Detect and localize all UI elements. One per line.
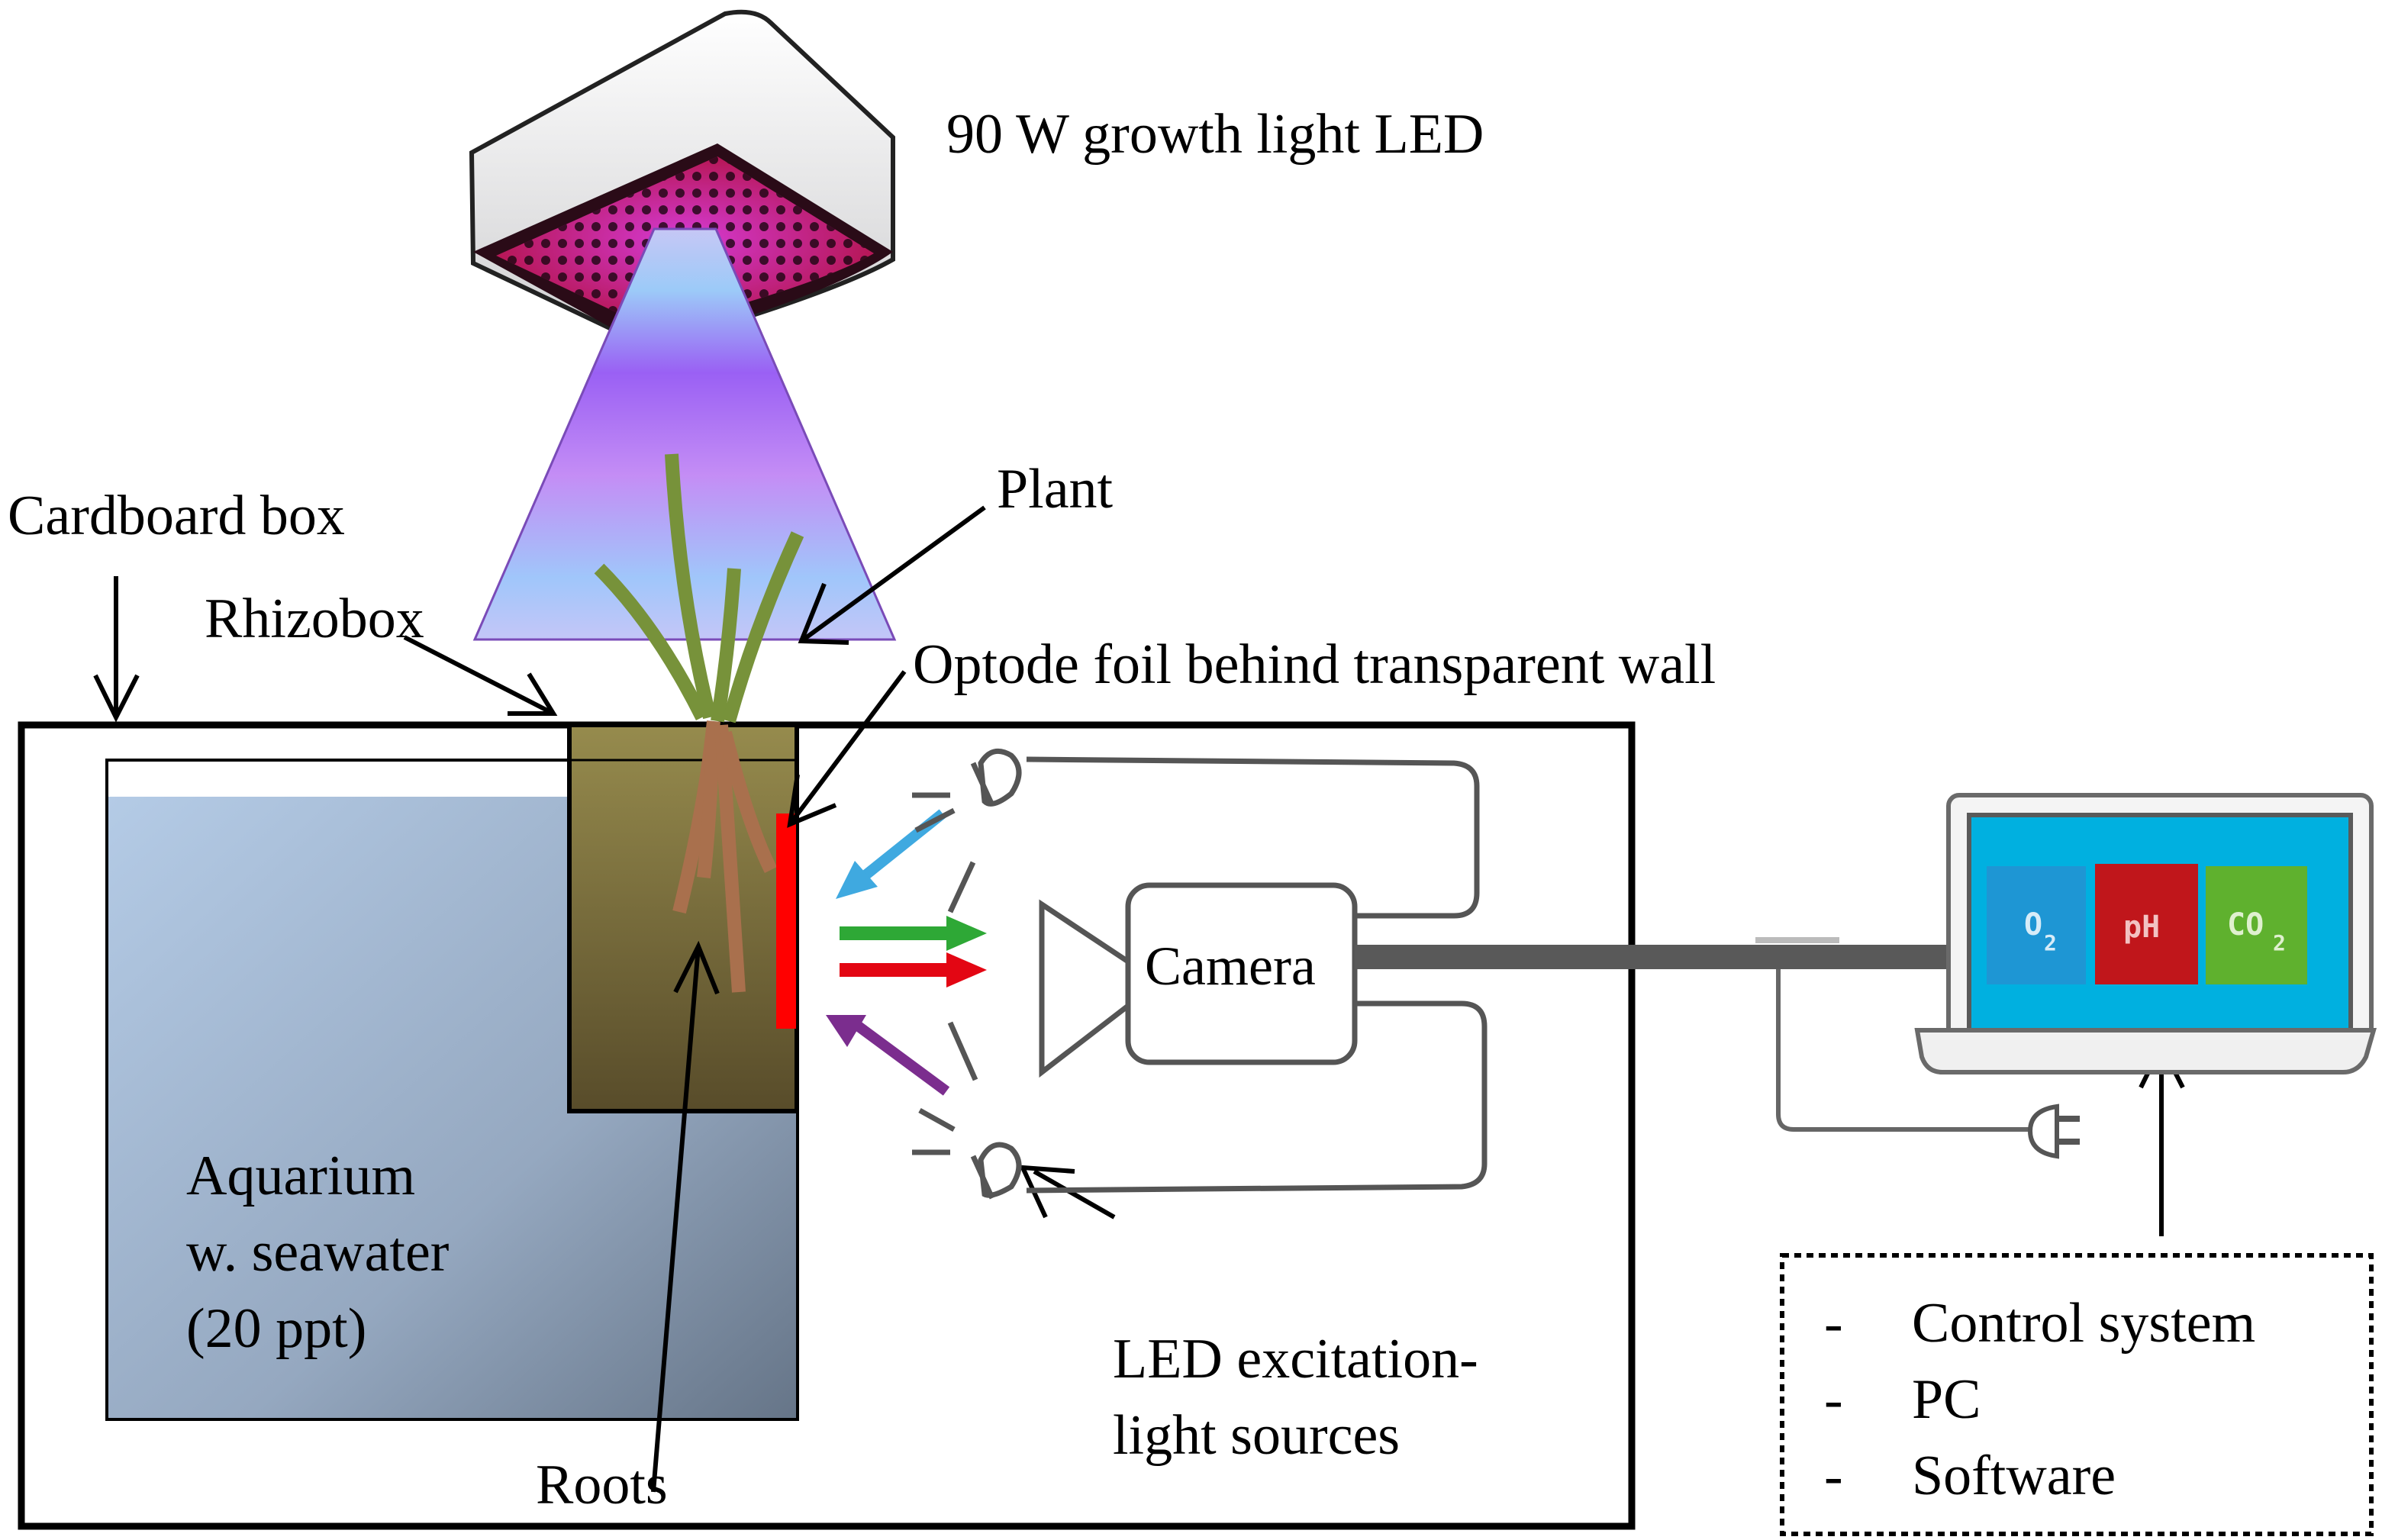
power-plug-icon	[2027, 1103, 2080, 1159]
led-cables	[1026, 756, 1488, 1194]
roots-label: Roots	[536, 1454, 668, 1516]
led-light-label: 90 W growth light LED	[946, 103, 1484, 166]
roots-icon	[672, 720, 778, 993]
camera-icon: Camera	[1039, 882, 1358, 1078]
control-item-pc: PC	[1912, 1368, 1981, 1431]
power-cable	[1776, 969, 2034, 1132]
svg-text:-: -	[1824, 1445, 1843, 1507]
screen-tile-ph: pH	[2095, 864, 2198, 984]
rhizobox	[567, 723, 799, 1113]
optode-foil-label: Optode foil behind transparent wall	[913, 633, 1716, 696]
emission-arrow-red	[840, 952, 987, 987]
cardboard-box-label: Cardboard box	[8, 485, 345, 547]
svg-text:O: O	[2024, 907, 2042, 942]
optode-foil	[776, 813, 796, 1029]
led-sources-label-line1: LED excitation-	[1113, 1328, 1478, 1390]
emission-arrow-green	[840, 916, 987, 951]
excitation-arrow-purple	[826, 1015, 950, 1096]
screen-tile-co2: CO 2	[2206, 866, 2307, 984]
aquarium-label-line1: Aquarium	[186, 1145, 415, 1207]
aquarium-label-line2: w. seawater	[186, 1221, 449, 1284]
screen-tile-o2: O 2	[1987, 866, 2086, 984]
control-list: - Control system - PC - Software	[1824, 1292, 2255, 1507]
plant-icon	[594, 453, 804, 723]
svg-text:-: -	[1824, 1368, 1843, 1431]
led-sources-label-line2: light sources	[1113, 1404, 1400, 1467]
svg-text:CO: CO	[2227, 907, 2264, 942]
svg-text:2: 2	[2044, 930, 2057, 955]
svg-text:-: -	[1824, 1292, 1843, 1355]
plant-label: Plant	[997, 458, 1114, 520]
control-item-control-system: Control system	[1912, 1292, 2255, 1355]
control-item-software: Software	[1912, 1445, 2116, 1507]
svg-text:pH: pH	[2123, 910, 2160, 945]
led-source-top-icon	[912, 748, 1022, 913]
led-source-bottom-icon	[912, 1021, 1022, 1200]
camera-label: Camera	[1145, 936, 1316, 997]
aquarium-label-line3: (20 ppt)	[186, 1297, 366, 1360]
cardboard-box	[18, 721, 1636, 1530]
data-cable	[1355, 945, 1958, 969]
rhizobox-label: Rhizobox	[205, 588, 424, 650]
svg-text:2: 2	[2273, 930, 2286, 955]
control-box	[1780, 1253, 2374, 1536]
